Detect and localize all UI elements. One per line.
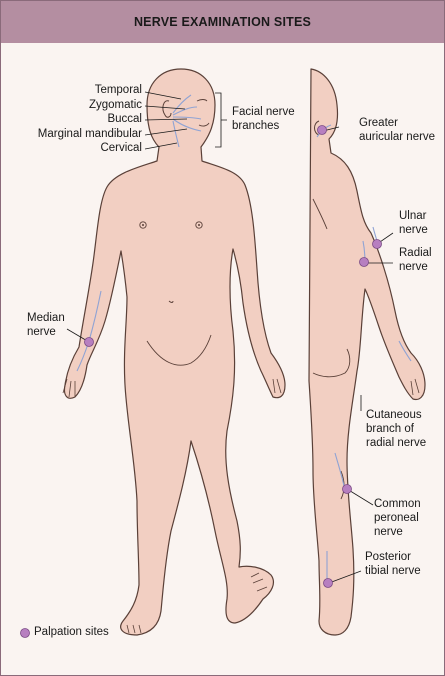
back-body-silhouette xyxy=(308,68,426,636)
leader-peroneal xyxy=(346,488,374,506)
facial-branch-cervical xyxy=(172,120,180,148)
right-nipple-inner xyxy=(198,224,200,226)
left-hand-fingers xyxy=(62,378,76,398)
label-ulnar: Ulnar xyxy=(399,210,427,222)
palpation-dot-ulnar xyxy=(372,239,382,249)
navel xyxy=(168,300,174,303)
groin-line xyxy=(146,334,212,366)
leader-cervical xyxy=(144,142,178,150)
left-nipple xyxy=(139,221,147,229)
label-median: Median xyxy=(27,312,65,324)
leader-lines xyxy=(66,91,394,584)
label-peroneal-nerve: nerve xyxy=(374,526,403,538)
facial-branch-mandibular xyxy=(172,118,202,132)
label-greater-auricular: auricular nerve xyxy=(359,131,436,143)
leader-mandibular xyxy=(144,128,188,136)
front-mouth xyxy=(198,122,210,127)
label-cutaneous: Cutaneous xyxy=(366,409,422,421)
label-cutaneous-branch: branch of xyxy=(366,423,414,435)
label-radial-nerve: nerve xyxy=(399,261,428,273)
label-peroneal: peroneal xyxy=(374,512,419,524)
facial-nerve-branches xyxy=(172,94,202,148)
leader-tibial xyxy=(328,570,362,584)
label-radial: Radial xyxy=(399,247,432,259)
label-buccal: Buccal xyxy=(107,113,142,125)
label-median-nerve: nerve xyxy=(27,326,56,338)
label-zygomatic: Zygomatic xyxy=(88,99,142,111)
legend-palpation-sites: Palpation sites xyxy=(34,626,109,638)
right-foot-toes xyxy=(250,572,268,592)
label-ulnar-nerve: nerve xyxy=(399,224,428,236)
label-posterior-tibial: tibial nerve xyxy=(365,565,421,577)
leader-temporal xyxy=(144,91,182,100)
left-nipple-inner xyxy=(142,224,144,226)
leader-buccal xyxy=(144,118,188,121)
back-buttock xyxy=(312,348,351,378)
right-nipple xyxy=(195,221,203,229)
diagram-title: NERVE EXAMINATION SITES xyxy=(133,15,312,29)
right-hand-fingers xyxy=(272,378,282,394)
leader-zygomatic xyxy=(144,105,186,110)
palpation-dot-tibial xyxy=(323,578,333,588)
facial-branch-zygomatic xyxy=(172,106,198,116)
label-cutaneous-radial: radial nerve xyxy=(366,437,427,449)
front-body-silhouette xyxy=(63,68,286,636)
facial-branch-temporal xyxy=(172,94,192,114)
palpation-dots xyxy=(20,125,382,638)
front-eye xyxy=(196,99,208,102)
front-body xyxy=(62,68,286,636)
label-posterior: Posterior xyxy=(365,551,412,563)
label-common: Common xyxy=(374,498,421,510)
cutaneous-radial-nerve-line xyxy=(398,340,412,362)
label-cervical: Cervical xyxy=(100,142,142,154)
back-ear xyxy=(314,120,320,136)
palpation-dot-icon xyxy=(20,628,30,638)
palpation-dot-greater-auricular xyxy=(317,125,327,135)
palpation-dot-median xyxy=(84,337,94,347)
front-ear xyxy=(162,100,172,118)
back-hand-fingers xyxy=(410,378,420,396)
back-spine-detail xyxy=(312,198,328,230)
label-marginal-mandibular: Marginal mandibular xyxy=(37,128,142,140)
palpation-dot-radial xyxy=(359,257,369,267)
facial-bracket xyxy=(215,92,227,148)
label-facial-nerve: Facial nerve xyxy=(232,106,295,118)
palpation-dot-peroneal xyxy=(342,484,352,494)
facial-branch-buccal xyxy=(172,116,202,120)
left-foot-toes xyxy=(126,624,142,634)
label-facial-branches: branches xyxy=(232,120,280,132)
title-bar: NERVE EXAMINATION SITES xyxy=(1,1,444,43)
label-greater: Greater xyxy=(359,117,398,129)
label-temporal: Temporal xyxy=(94,84,142,96)
